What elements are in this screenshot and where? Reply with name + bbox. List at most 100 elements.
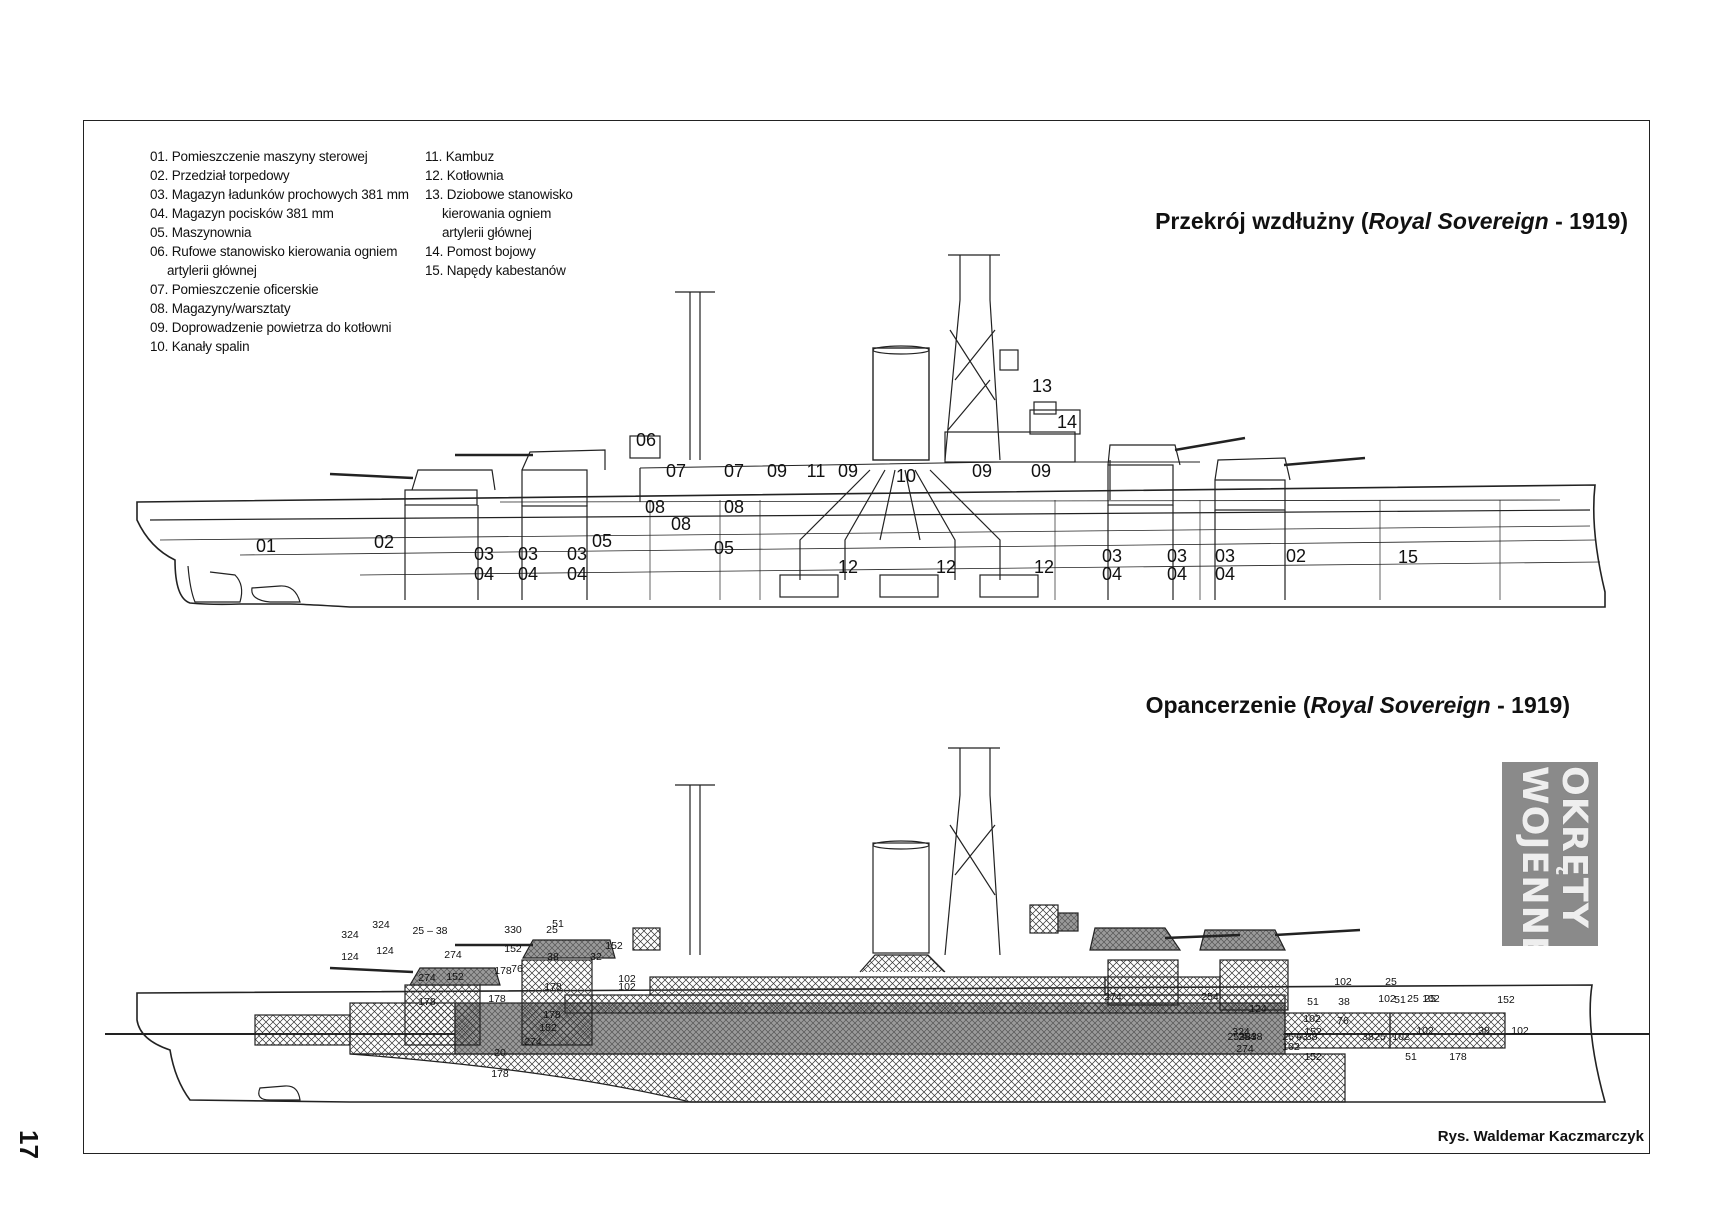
section-number-label: 03 bbox=[474, 544, 494, 564]
legend-right: 11. Kambuz 12. Kotłownia 13. Dziobowe stan… bbox=[425, 147, 573, 280]
armor-thickness-label: 25 – 38 bbox=[1227, 1031, 1262, 1043]
armor-thickness-label: 51 bbox=[1394, 994, 1406, 1006]
legend-item: 06. Rufowe stanowisko kierowania ogniem bbox=[150, 244, 398, 259]
drawing-frame bbox=[83, 120, 1650, 1154]
section-number-label: 13 bbox=[1032, 376, 1052, 396]
armor-title-suffix: - 1919) bbox=[1490, 692, 1570, 718]
armor-thickness-label: 324 bbox=[1232, 1026, 1250, 1038]
armor-thickness-label: 25 bbox=[1407, 993, 1419, 1005]
armor-thickness-label: 324 bbox=[341, 929, 359, 941]
section-number-label: 04 bbox=[518, 564, 538, 584]
section-number-label: 04 bbox=[474, 564, 494, 584]
armor-profile-drawing bbox=[105, 747, 1650, 1103]
section-number-label: 07 bbox=[724, 461, 744, 481]
armor-title: Opancerzenie (Royal Sovereign - 1919) bbox=[1146, 692, 1570, 719]
legend-item: 10. Kanały spalin bbox=[150, 339, 250, 354]
section-number-label: 02 bbox=[374, 532, 394, 552]
section-title: Przekrój wzdłużny (Royal Sovereign - 191… bbox=[1155, 208, 1628, 235]
armor-thickness-label: 38 bbox=[1338, 996, 1350, 1008]
armor-thickness-label: 152 bbox=[504, 943, 522, 955]
armor-thickness-label: 25 – 38 bbox=[1282, 1031, 1317, 1043]
legend-item: artylerii głównej bbox=[442, 225, 532, 240]
armor-thickness-label: 32 bbox=[590, 951, 602, 963]
author-credit: Rys. Waldemar Kaczmarczyk bbox=[1437, 1128, 1644, 1145]
legend-item: 13. Dziobowe stanowisko bbox=[425, 187, 573, 202]
armor-thickness-label: 102 bbox=[1392, 1031, 1410, 1043]
publisher-logo: OKRĘTY WOJENNE bbox=[1502, 762, 1598, 946]
section-number-label: 10 bbox=[896, 466, 916, 486]
section-number-label: 06 bbox=[636, 430, 656, 450]
armor-thickness-label: 25 bbox=[1424, 993, 1436, 1005]
legend-item: 12. Kotłownia bbox=[425, 168, 504, 183]
armor-thickness-label: 25 – 38 bbox=[412, 925, 447, 937]
section-number-label: 07 bbox=[666, 461, 686, 481]
section-number-label: 08 bbox=[724, 497, 744, 517]
armor-thickness-label: 152 bbox=[1304, 1026, 1322, 1038]
legend-left: 01. Pomieszczenie maszyny sterowej 02. Pr… bbox=[150, 147, 409, 356]
legend-item: 11. Kambuz bbox=[425, 149, 495, 164]
armor-thickness-label: 102 bbox=[1511, 1025, 1529, 1037]
armor-thickness-label: 254 bbox=[1238, 1031, 1256, 1043]
armor-thickness-label: 274 bbox=[1104, 991, 1122, 1003]
armor-thickness-label: 76 bbox=[1337, 1015, 1349, 1027]
armor-thickness-label: 124 bbox=[341, 951, 359, 963]
armor-thickness-label: 38 bbox=[1239, 1031, 1251, 1043]
armor-thickness-label: 178 bbox=[418, 996, 436, 1008]
section-number-label: 12 bbox=[936, 557, 956, 577]
armor-thickness-label: 178 bbox=[543, 1009, 561, 1021]
section-number-label: 03 bbox=[567, 544, 587, 564]
title-prefix: Przekrój wzdłużny ( bbox=[1155, 208, 1369, 234]
section-number-label: 03 bbox=[1215, 546, 1235, 566]
legend-item: 02. Przedział torpedowy bbox=[150, 168, 290, 183]
section-number-label: 09 bbox=[838, 461, 858, 481]
armor-thickness-label: 274 bbox=[418, 972, 436, 984]
armor-thickness-label: 152 bbox=[539, 1022, 557, 1034]
armor-title-prefix: Opancerzenie ( bbox=[1145, 692, 1311, 718]
armor-thickness-label: 324 bbox=[372, 919, 390, 931]
armor-thickness-label: 102 bbox=[1378, 993, 1396, 1005]
armor-thickness-label: 102 bbox=[1416, 1025, 1434, 1037]
armor-thickness-label: 38 bbox=[1362, 1031, 1374, 1043]
section-number-label: 11 bbox=[807, 461, 826, 481]
armor-title-ship-name: Royal Sovereign bbox=[1310, 692, 1491, 718]
armor-thickness-label: 178 bbox=[494, 965, 512, 977]
legend-item: 04. Magazyn pocisków 381 mm bbox=[150, 206, 334, 221]
section-number-label: 09 bbox=[972, 461, 992, 481]
section-number-label: 14 bbox=[1057, 412, 1077, 432]
armor-thickness-label: 178 bbox=[491, 1068, 509, 1080]
armor-thickness-label: 76 bbox=[511, 963, 523, 975]
armor-thickness-label: 51 bbox=[552, 918, 564, 930]
armor-thickness-label: 152 bbox=[605, 940, 623, 952]
armor-thickness-label: 274 bbox=[524, 1036, 542, 1048]
legend-item: 03. Magazyn ładunków prochowych 381 mm bbox=[150, 187, 409, 202]
title-suffix: - 1919) bbox=[1548, 208, 1628, 234]
armor-thickness-label: 51 bbox=[1405, 1051, 1417, 1063]
armor-thickness-label: 152 bbox=[446, 971, 464, 983]
legend-item: artylerii głównej bbox=[167, 263, 257, 278]
armor-thickness-label: 38 bbox=[1478, 1025, 1490, 1037]
armor-thickness-label: 25 bbox=[1374, 1031, 1386, 1043]
section-number-label: 03 bbox=[518, 544, 538, 564]
section-number-label: 01 bbox=[256, 536, 276, 556]
armor-thickness-label: 63 bbox=[1296, 1031, 1308, 1043]
longitudinal-section-drawing bbox=[136, 254, 1606, 608]
section-number-label: 15 bbox=[1398, 547, 1418, 567]
legend-item: kierowania ogniem bbox=[442, 206, 552, 221]
armor-thickness-label: 25 bbox=[546, 924, 558, 936]
section-number-label: 03 bbox=[1167, 546, 1187, 566]
armor-thickness-label: 102 bbox=[618, 981, 636, 993]
legend-item: 14. Pomost bojowy bbox=[425, 244, 536, 259]
legend-item: 01. Pomieszczenie maszyny sterowej bbox=[150, 149, 368, 164]
section-number-label: 08 bbox=[671, 514, 691, 534]
armor-thickness-label: 274 bbox=[444, 949, 462, 961]
legend-item: 15. Napędy kabestanów bbox=[425, 263, 566, 278]
legend-item: 05. Maszynownia bbox=[150, 225, 252, 240]
legend-item: 07. Pomieszczenie oficerskie bbox=[150, 282, 319, 297]
legend-item: 09. Doprowadzenie powietrza do kotłowni bbox=[150, 320, 392, 335]
armor-thickness-label: 102 bbox=[1334, 976, 1352, 988]
section-number-label: 12 bbox=[1034, 557, 1054, 577]
armor-thickness-label: 20 bbox=[494, 1047, 506, 1059]
section-number-label: 04 bbox=[1102, 564, 1122, 584]
